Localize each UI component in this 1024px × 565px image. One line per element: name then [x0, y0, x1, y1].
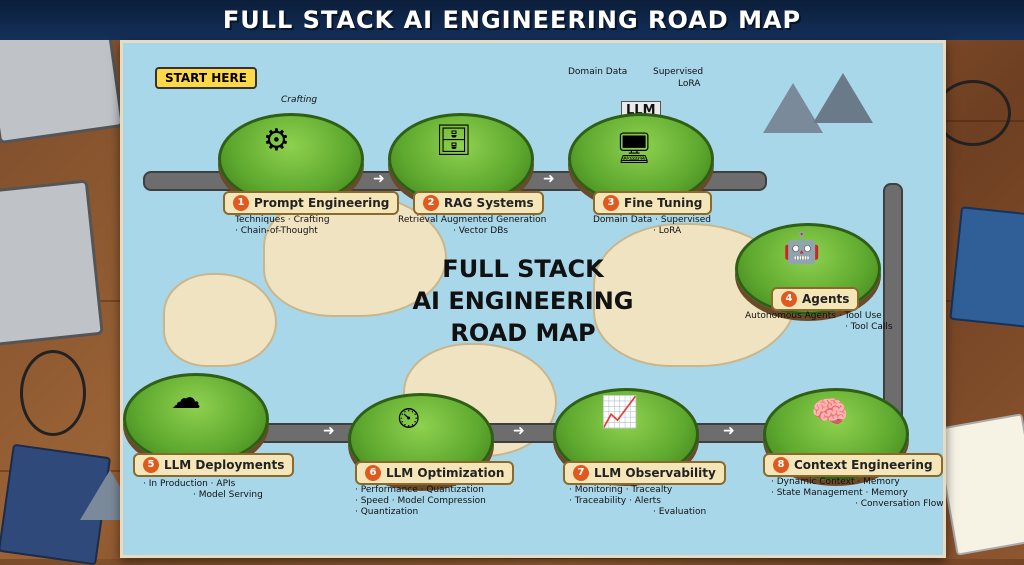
island-2 — [388, 113, 534, 205]
stage-title: LLM Deployments — [164, 458, 285, 472]
stage-label-6: 6 LLM Optimization — [355, 461, 515, 485]
stage-number: 3 — [603, 195, 619, 211]
arrow-icon: ➜ — [373, 171, 385, 187]
stage-label-5: 5 LLM Deployments — [133, 453, 295, 477]
stage-label-2: 2 RAG Systems — [413, 191, 544, 215]
stage-label-8: 8 Context Engineering — [763, 453, 943, 477]
robot-icon: 🤖 — [783, 231, 821, 266]
stage-title: LLM Observability — [594, 466, 716, 480]
paper-bottom-right — [934, 413, 1024, 556]
cable-left — [20, 350, 86, 436]
arrow-icon: ➜ — [323, 423, 335, 439]
stage-details-7: · Monitoring · Tracealty · Traceability … — [569, 485, 707, 517]
fine-tuning-tag-supervised: Supervised — [653, 67, 704, 77]
gauge-icon: ⏲ — [397, 401, 421, 436]
stage-details-8: · Dynamic Context · Memory · State Manag… — [771, 477, 944, 509]
stage-number: 2 — [423, 195, 439, 211]
stage-label-4: 4 Agents — [771, 287, 860, 311]
gear-icon: ⚙ — [263, 123, 290, 158]
stage-details-1: Techniques · Crafting · Chain-of-Thought — [235, 215, 330, 236]
island-3 — [568, 113, 714, 205]
header-banner — [0, 0, 1024, 40]
stage-title: Fine Tuning — [624, 196, 703, 210]
continent — [163, 273, 277, 367]
fine-tuning-tag-domain: Domain Data — [568, 67, 628, 77]
island-5 — [123, 373, 269, 465]
cable-right — [935, 80, 1011, 146]
stage-title: Agents — [802, 292, 850, 306]
stage-title: LLM Optimization — [386, 466, 505, 480]
stage-number: 8 — [773, 457, 789, 473]
stage-details-4: Autonomous Agents · Tool Use · Tool Call… — [745, 311, 893, 332]
road-right — [883, 183, 903, 437]
stage-number: 4 — [781, 291, 797, 307]
center-title: FULL STACK AI ENGINEERING ROAD MAP — [412, 255, 634, 347]
stage-title: RAG Systems — [444, 196, 534, 210]
start-here-sign: START HERE — [155, 67, 257, 89]
brain-icon: 🧠 — [811, 395, 849, 430]
fine-tuning-tag-lora: LoRA — [678, 79, 701, 89]
arrow-icon: ➜ — [513, 423, 525, 439]
notebook-right — [949, 206, 1024, 328]
monitor-icon: 📈 — [601, 395, 639, 430]
arrow-icon: ➜ — [723, 423, 735, 439]
stage-number: 1 — [233, 195, 249, 211]
laptop-left — [0, 179, 104, 347]
stage-title: Context Engineering — [794, 458, 933, 472]
server-icon: 🖥 — [615, 131, 654, 166]
stage-number: 5 — [143, 457, 159, 473]
stage-number: 6 — [365, 465, 381, 481]
stage-details-5: · In Production · APIs · Model Serving — [143, 479, 263, 500]
mountain-icon — [813, 73, 873, 123]
stage-details-6: · Performance · Quantization · Speed · M… — [355, 485, 486, 517]
stage-details-2: Retrieval Augmented Generation · Vector … — [398, 215, 547, 236]
stage-details-3: Domain Data · Supervised · LoRA — [593, 215, 711, 236]
stage-title: Prompt Engineering — [254, 196, 390, 210]
database-icon: 🗄 — [435, 123, 474, 158]
cloud-icon: ☁ — [171, 381, 201, 416]
arrow-icon: ➜ — [543, 171, 555, 187]
stage-label-7: 7 LLM Observability — [563, 461, 726, 485]
page-title: FULL STACK AI ENGINEERING ROAD MAP — [222, 6, 802, 34]
stage-label-1: 1 Prompt Engineering — [223, 191, 400, 215]
stage-number: 7 — [573, 465, 589, 481]
stage-label-3: 3 Fine Tuning — [593, 191, 713, 215]
road-map: ➜ ➜ ➜ ➜ ➜ START HERE Crafting Domain Dat… — [120, 40, 946, 558]
crafting-note: Crafting — [281, 95, 318, 105]
